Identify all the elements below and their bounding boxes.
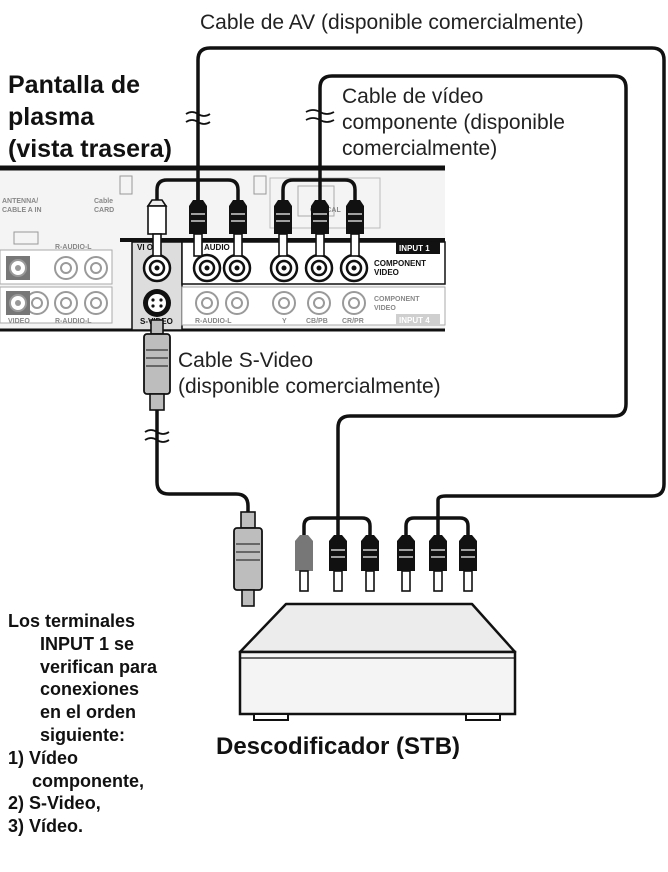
plug-stb-y [397, 535, 415, 592]
jack-cr-in1 [339, 253, 369, 283]
set-top-box [238, 602, 517, 721]
panel-plugs [143, 199, 364, 411]
svg-text:INPUT 1: INPUT 1 [399, 244, 430, 253]
av-cable-label: Cable de AV (disponible comercialmente) [200, 11, 584, 34]
plug-svideo-panel [143, 319, 171, 411]
svg-text:ANTENNA/: ANTENNA/ [2, 198, 38, 205]
component-cable-label-line1: Cable de vídeo [342, 85, 484, 108]
note-line: Los terminales [8, 611, 136, 631]
svg-text:VIDEO: VIDEO [374, 305, 396, 312]
jack-cb-in1 [304, 253, 334, 283]
av-cable [155, 46, 666, 498]
plug-stb-video-gray [295, 535, 313, 592]
svg-text:R-AUDIO-L: R-AUDIO-L [55, 244, 92, 251]
panel-title-line3: (vista trasera) [8, 135, 172, 163]
svg-text:CB/PB: CB/PB [306, 318, 328, 325]
note-line: en el orden [40, 702, 137, 723]
panel-title-line1: Pantalla de [8, 71, 140, 99]
svg-text:Y: Y [282, 318, 287, 325]
jack-y-in1 [269, 253, 299, 283]
plug-stb-cb [429, 535, 447, 592]
plug-svideo-stb [233, 511, 263, 607]
note-item-3: 3) Vídeo. [8, 816, 84, 837]
plug-cr [346, 200, 364, 257]
svg-text:COMPONENT: COMPONENT [374, 259, 426, 268]
input4-badge [396, 314, 440, 326]
svideo-cable [155, 400, 250, 512]
plug-y [274, 200, 292, 257]
note-item-2: 2) S-Video, [8, 793, 101, 814]
note-line: verifican para [40, 656, 158, 677]
svg-text:VI O: VI O [137, 243, 153, 252]
svg-text:Cable: Cable [94, 198, 113, 205]
jack-audio-r-in1 [192, 253, 222, 283]
svg-text:R-AUDIO-L: R-AUDIO-L [195, 318, 232, 325]
input-priority-note: Los terminales INPUT 1 se verifican para… [8, 610, 208, 838]
svg-text:CARD: CARD [94, 207, 114, 214]
svg-text:CR/PR: CR/PR [342, 318, 364, 325]
note-line: conexiones [40, 679, 140, 700]
component-cable-label-line3: comercialmente) [342, 137, 498, 160]
panel-title-line2: plasma [8, 103, 95, 131]
plug-cb [311, 200, 329, 257]
svideo-cable-label-line1: Cable S-Video [178, 349, 314, 372]
svg-text:COMPONENT: COMPONENT [374, 296, 420, 303]
plug-stb-audio-l [361, 535, 379, 592]
jack-svideo-in1 [143, 289, 171, 317]
jack-audio-l-in1 [222, 253, 252, 283]
svg-text:INPUT 4: INPUT 4 [399, 316, 430, 325]
note-item-1: 1) Vídeo [8, 747, 79, 768]
input1-badge [396, 242, 440, 254]
svg-text:VIDEO: VIDEO [374, 268, 399, 277]
stb-cable-splits [302, 494, 470, 535]
component-cable-label-line2: componente (disponible [342, 111, 565, 134]
note-line: INPUT 1 se [40, 633, 135, 654]
note-line: siguiente: [40, 724, 126, 745]
plug-stb-audio-r [329, 535, 347, 592]
jack-video-in1 [142, 253, 172, 283]
svg-text:CABLE A IN: CABLE A IN [2, 207, 42, 214]
plug-stb-cr [459, 535, 477, 592]
stb-plugs [233, 511, 477, 607]
plug-video-white [146, 199, 168, 257]
svideo-cable-label-line2: (disponible comercialmente) [178, 375, 441, 398]
svg-text:R-AUDIO-L: R-AUDIO-L [55, 318, 92, 325]
plug-audio-l [229, 200, 247, 257]
svg-text:VIDEO: VIDEO [8, 318, 30, 325]
svg-text:AUDIO: AUDIO [204, 243, 230, 252]
stb-label: Descodificador (STB) [216, 733, 461, 760]
cable-break-marks [144, 109, 335, 443]
component-cable [281, 74, 628, 520]
note-item-1-cont: componente, [32, 770, 145, 791]
plug-audio-r [189, 200, 207, 257]
